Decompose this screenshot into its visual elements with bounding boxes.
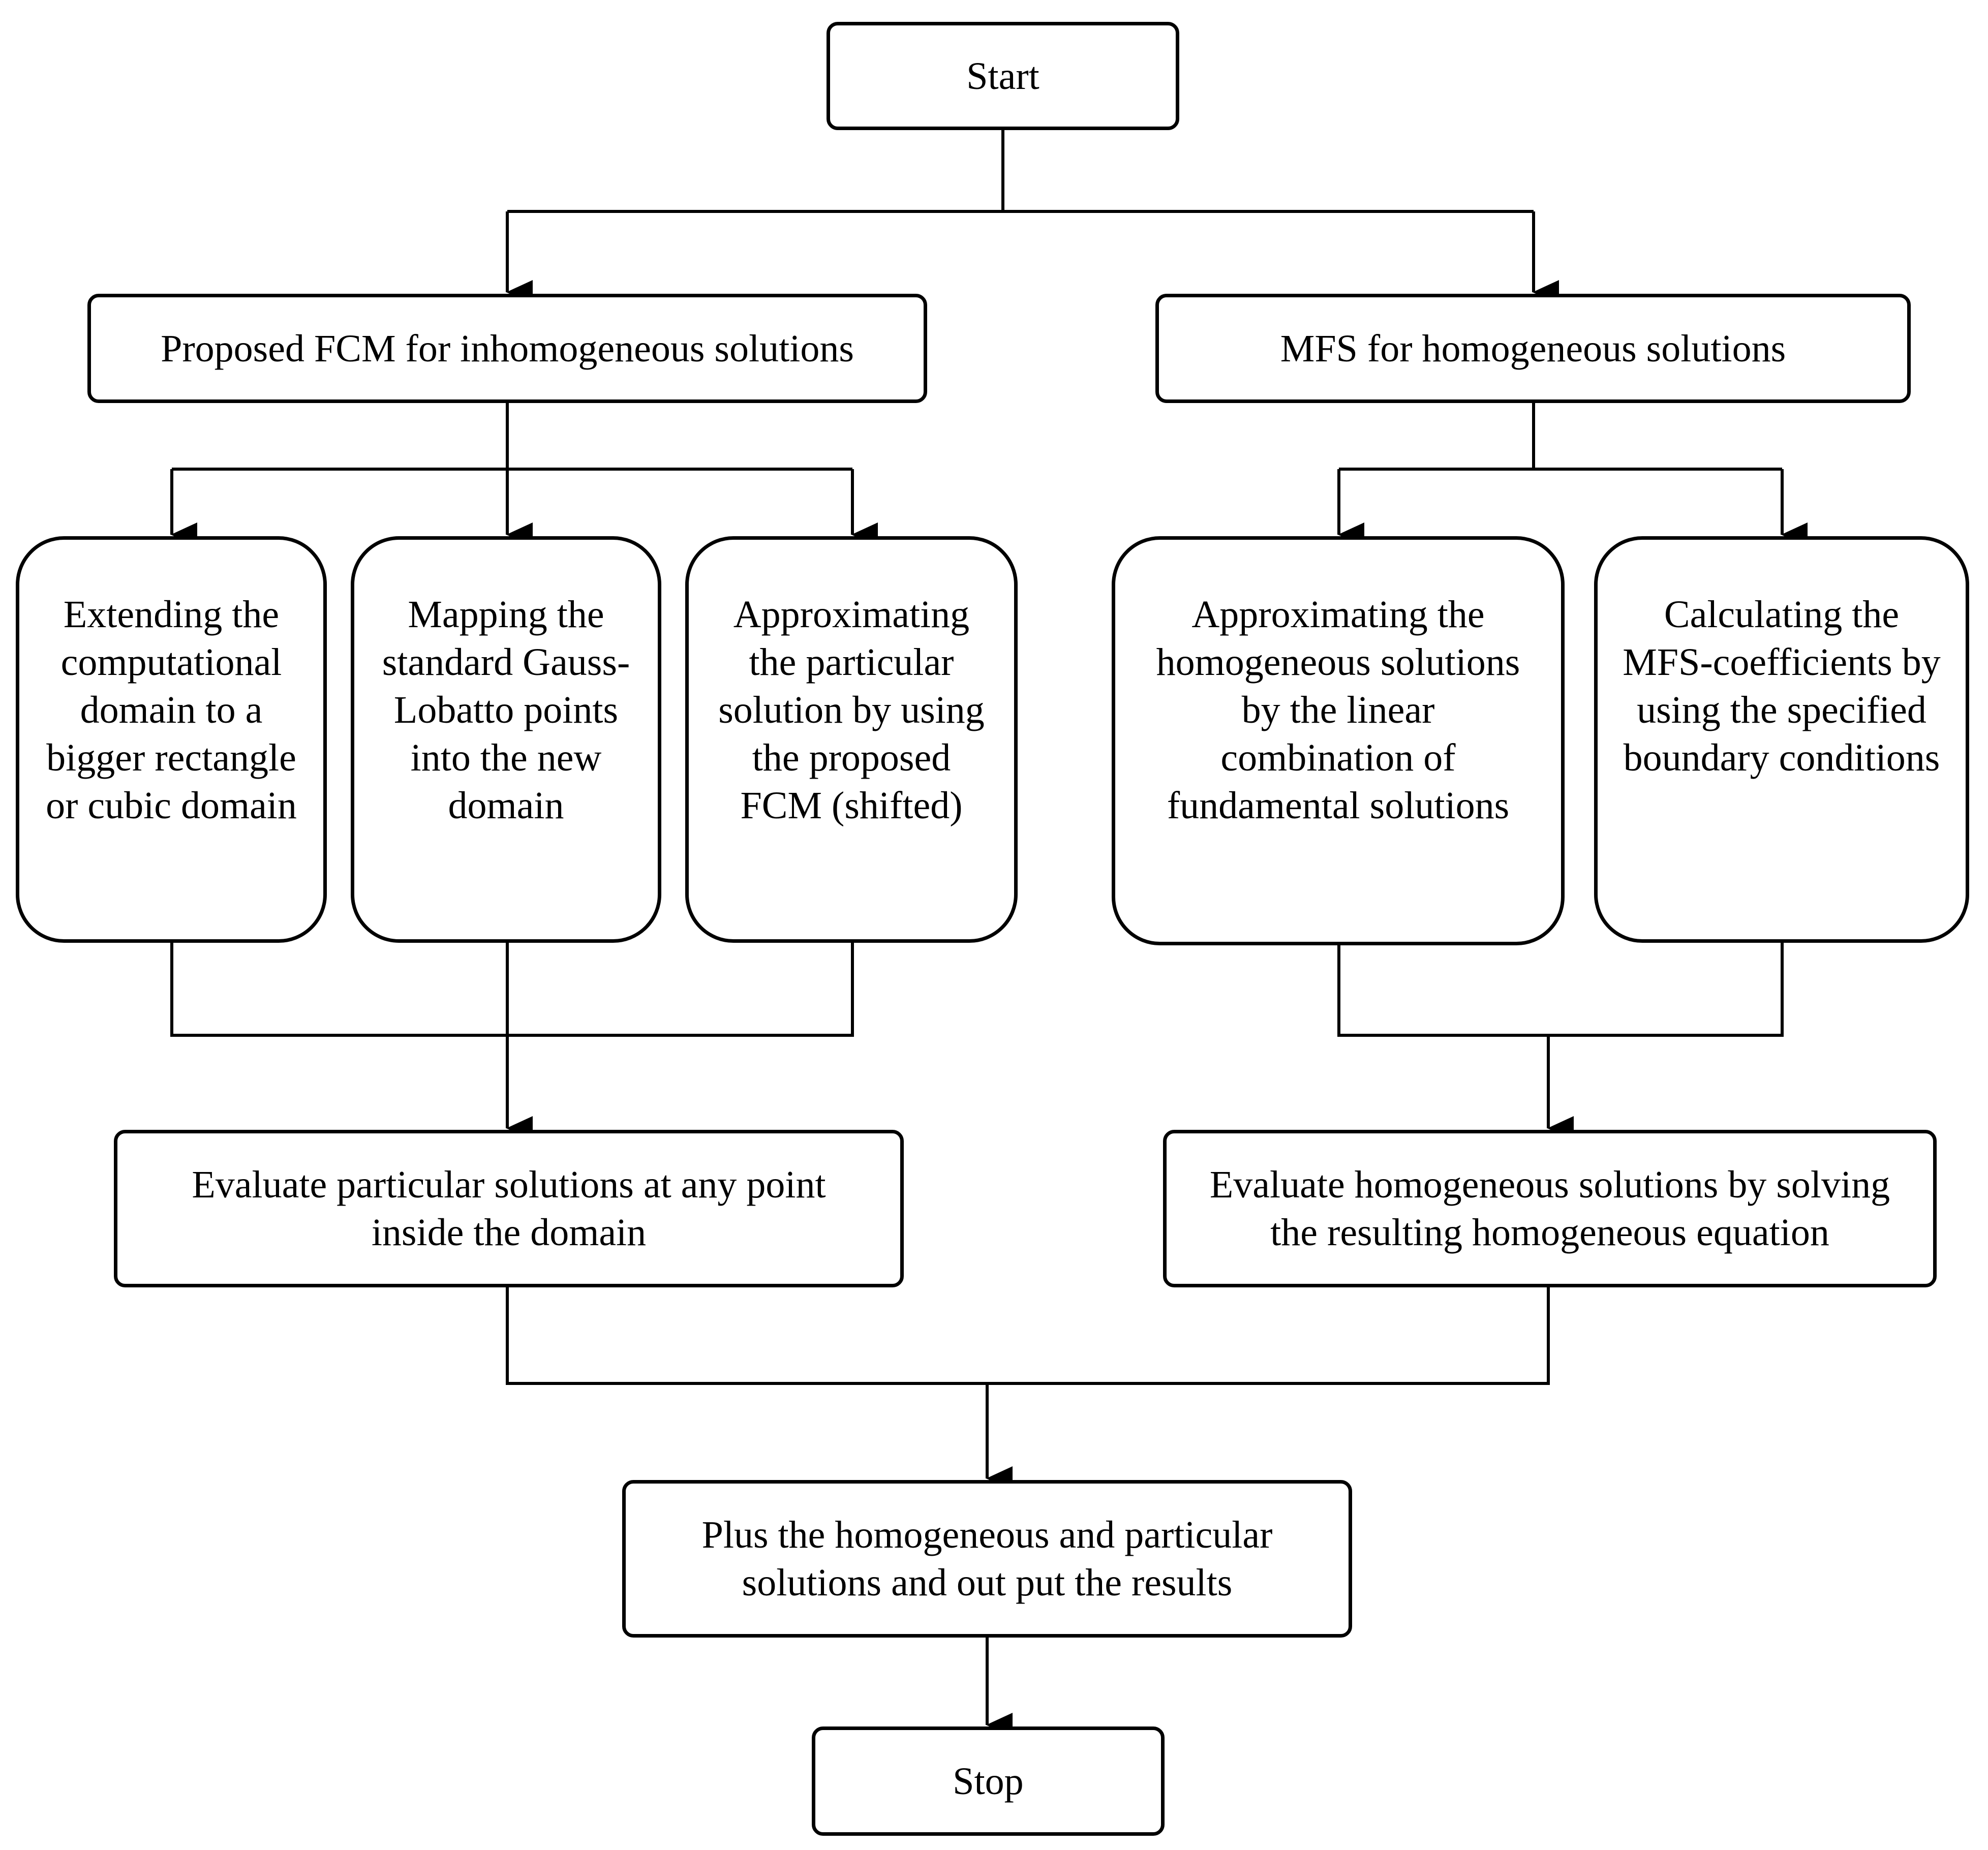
mfs-coefficients-line: MFS-coefficients by	[1623, 641, 1941, 684]
approx-homogeneous-line: combination of	[1220, 736, 1456, 779]
mfs-coefficients-node: Calculating the MFS-coefficients by usin…	[1594, 536, 1969, 943]
approximate-homogeneous-text: Approximating the homogeneous solutions …	[1156, 591, 1520, 829]
connector-fcm-split	[172, 403, 852, 471]
map-line: standard Gauss-	[382, 641, 630, 684]
map-gauss-lobatto-node: Mapping the standard Gauss- Lobatto poin…	[351, 536, 661, 943]
map-line: domain	[448, 784, 564, 827]
fcm-label: Proposed FCM for inhomogeneous solutions	[161, 327, 854, 370]
evaluate-particular-text: Evaluate particular solutions at any poi…	[192, 1161, 825, 1256]
mfs-label: MFS for homogeneous solutions	[1280, 327, 1786, 370]
approx-particular-line: Approximating	[733, 593, 970, 636]
connector-start-split	[507, 130, 1534, 213]
extend-line: or cubic domain	[46, 784, 297, 827]
plus-results-node: Plus the homogeneous and particular solu…	[622, 1480, 1352, 1638]
evaluate-homogeneous-node: Evaluate homogeneous solutions by solvin…	[1163, 1130, 1937, 1287]
evaluate-particular-line: inside the domain	[371, 1211, 647, 1254]
evaluate-homogeneous-line: Evaluate homogeneous solutions by solvin…	[1209, 1163, 1890, 1206]
evaluate-homogeneous-text: Evaluate homogeneous solutions by solvin…	[1210, 1161, 1890, 1256]
approx-homogeneous-line: fundamental solutions	[1167, 784, 1510, 827]
map-line: Lobatto points	[393, 689, 619, 731]
approximate-particular-node: Approximating the particular solution by…	[685, 536, 1018, 943]
mfs-homogeneous-node: MFS for homogeneous solutions	[1155, 294, 1911, 403]
approx-homogeneous-line: by the linear	[1241, 689, 1435, 731]
approximate-homogeneous-node: Approximating the homogeneous solutions …	[1112, 536, 1565, 945]
fcm-inhomogeneous-node: Proposed FCM for inhomogeneous solutions	[87, 294, 927, 403]
map-gauss-lobatto-text: Mapping the standard Gauss- Lobatto poin…	[382, 591, 630, 829]
connector-fcm-merge	[170, 943, 854, 1037]
stop-label: Stop	[953, 1760, 1024, 1803]
map-line: Mapping the	[408, 593, 604, 636]
extend-line: Extending the	[63, 593, 280, 636]
approx-homogeneous-line: Approximating the	[1191, 593, 1485, 636]
connector-mfs-merge	[1337, 943, 1784, 1037]
connector-evaluate-merge	[506, 1287, 1550, 1385]
extend-domain-node: Extending the computational domain to a …	[16, 536, 327, 943]
approx-particular-line: solution by using	[718, 689, 985, 731]
approx-homogeneous-line: homogeneous solutions	[1156, 641, 1520, 684]
start-node: Start	[827, 22, 1179, 130]
evaluate-particular-node: Evaluate particular solutions at any poi…	[114, 1130, 904, 1287]
map-line: into the new	[410, 736, 602, 779]
approx-particular-line: the particular	[749, 641, 954, 684]
mfs-coefficients-line: using the specified	[1637, 689, 1926, 731]
mfs-coefficients-line: boundary conditions	[1623, 736, 1940, 779]
evaluate-homogeneous-line: the resulting homogeneous equation	[1270, 1211, 1829, 1254]
start-label: Start	[966, 54, 1039, 98]
mfs-coefficients-text: Calculating the MFS-coefficients by usin…	[1623, 591, 1941, 782]
approximate-particular-text: Approximating the particular solution by…	[718, 591, 985, 829]
approx-particular-line: FCM (shifted)	[740, 784, 963, 827]
plus-line: Plus the homogeneous and particular	[701, 1514, 1273, 1556]
mfs-coefficients-line: Calculating the	[1664, 593, 1900, 636]
extend-line: domain to a	[80, 689, 263, 731]
extend-domain-text: Extending the computational domain to a …	[46, 591, 297, 829]
plus-results-text: Plus the homogeneous and particular solu…	[702, 1511, 1273, 1607]
stop-node: Stop	[812, 1726, 1165, 1836]
extend-line: computational	[60, 641, 282, 684]
approx-particular-line: the proposed	[752, 736, 951, 779]
connector-mfs-split	[1339, 403, 1782, 471]
extend-line: bigger rectangle	[46, 736, 296, 779]
evaluate-particular-line: Evaluate particular solutions at any poi…	[192, 1163, 826, 1206]
plus-line: solutions and out put the results	[742, 1561, 1233, 1604]
